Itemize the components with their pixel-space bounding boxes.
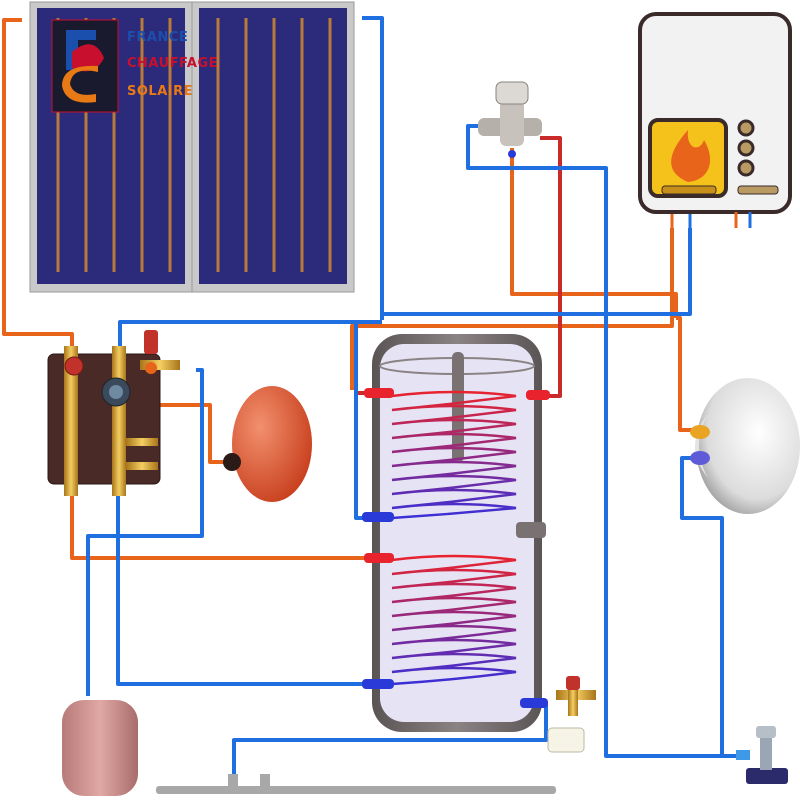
floor-supply-pipe (156, 774, 556, 794)
flame-icon (671, 130, 711, 182)
pump-station (47, 330, 180, 496)
buffer-tank (62, 700, 138, 796)
radiator (690, 378, 800, 514)
solar-collector-right (191, 1, 355, 293)
boiler-connection-arrows (670, 212, 752, 228)
thermostatic-mixing-valve (478, 81, 542, 158)
safety-valve-group (547, 676, 596, 753)
lower-heat-exchanger-coil (391, 554, 517, 686)
storage-tank (362, 334, 550, 732)
brand-logo (51, 19, 119, 113)
logo-line-chauffage: CHAUFFAGE (127, 56, 219, 71)
boiler (638, 12, 792, 228)
drain-valve (736, 726, 788, 784)
logo-line-france: FRANCE (127, 30, 189, 45)
expansion-vessel (223, 386, 312, 502)
upper-heat-exchanger-coil (391, 390, 517, 520)
logo-line-solaire: SOLAIRE (127, 84, 193, 99)
